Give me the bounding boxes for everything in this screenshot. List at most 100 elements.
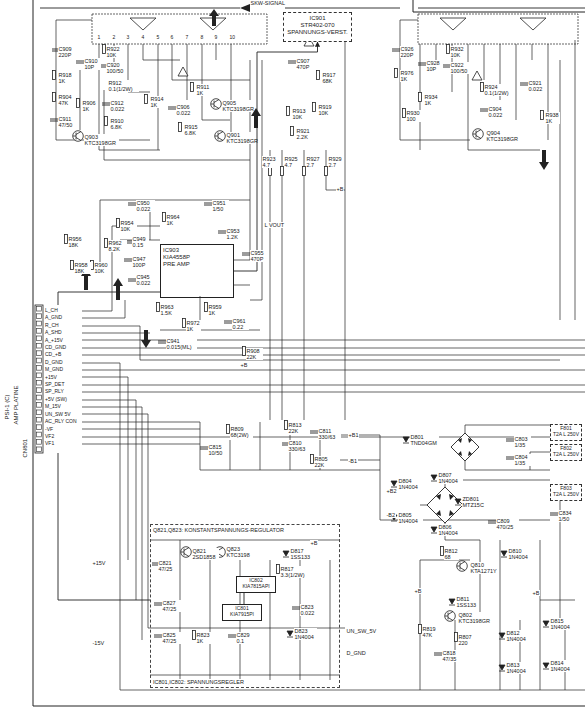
- component-symbols: [50, 45, 558, 672]
- part-text: KIA7915PI: [230, 612, 254, 618]
- part-label: D812 1N4004: [506, 630, 529, 642]
- wire: [56, 20, 585, 690]
- supply-label: -B2: [386, 512, 396, 518]
- supply-label: +B1: [348, 432, 359, 438]
- part-label: R923 4.7: [262, 156, 277, 168]
- part-label: R906 1K: [82, 100, 97, 112]
- pin-name: A_GND: [45, 314, 62, 321]
- regulator-ic: IC801KIA7915PI: [222, 604, 262, 621]
- signal-label: PSI-1 (C): [4, 394, 11, 420]
- part-text: T2A L 250V: [553, 492, 579, 498]
- resistor-symbol: [541, 111, 544, 120]
- part-label: C947 100P: [132, 256, 151, 268]
- pin-name: +5V (SW): [45, 396, 67, 403]
- capacitor-symbol: [434, 653, 442, 655]
- part-label: R960 10K: [94, 262, 111, 274]
- capacitor-symbol: [488, 521, 496, 523]
- part-label: C827 47/25: [162, 600, 181, 612]
- part-label: R817 3.3(1/2W): [280, 566, 307, 578]
- diode-symbol: [499, 633, 505, 639]
- part-label: R919 10K: [318, 104, 335, 116]
- part-label: C941 0.015(ML): [166, 338, 197, 350]
- part-label: R911 1K: [196, 84, 211, 96]
- part-label: R964 1K: [166, 214, 181, 226]
- ic-box: IC901STR402-070SPANNUNGS-VERST.: [283, 12, 352, 42]
- part-label: C815 10/50: [208, 444, 227, 456]
- capacitor-symbol: [102, 103, 110, 105]
- transistor-symbol: [73, 131, 84, 142]
- ic-pin-strip: [92, 14, 267, 44]
- supply-label: -B1: [348, 458, 358, 464]
- resistor-symbol: [313, 103, 316, 112]
- resistor-symbol: [53, 71, 56, 80]
- part-label: Q802 KTC3198GR: [458, 612, 489, 624]
- part-label: R924 0.1(1/2W): [484, 84, 515, 96]
- diode-symbol: [391, 481, 397, 487]
- part-text: T2A L 250V: [553, 452, 579, 458]
- part-name: IC901: [309, 15, 325, 22]
- capacitor-symbol: [128, 279, 136, 281]
- part-label: D817 1SS133: [290, 548, 313, 560]
- wire-connector: [58, 292, 160, 305]
- part-label: D814 1N4004: [550, 660, 573, 672]
- part-label: R915 6.8K: [184, 124, 203, 136]
- diode-symbol: [431, 527, 437, 533]
- capacitor-symbol: [154, 635, 162, 637]
- part-text: KIA4558P: [163, 254, 190, 261]
- supply-label: +B2: [386, 488, 397, 494]
- signal-label: D_GND: [346, 650, 366, 656]
- supply-label: +B: [532, 590, 540, 596]
- part-label: C920 100/50: [106, 62, 127, 74]
- resistor-symbol: [419, 93, 422, 102]
- diode-symbol: [403, 437, 409, 443]
- part-label: C949 0.15: [132, 236, 149, 248]
- part-label: R956 18K: [68, 236, 85, 248]
- part-label: C912 0.022: [110, 100, 129, 112]
- supply-label: +B: [336, 186, 344, 192]
- part-label: C911 47/50: [58, 116, 77, 128]
- pin-name: VF2: [45, 433, 54, 440]
- wire-connector: [234, 42, 318, 271]
- part-label: R813 22K: [288, 422, 305, 434]
- signal-label: L VOUT: [264, 222, 285, 228]
- diode-symbol: [455, 499, 461, 505]
- part-label: R918 1K: [58, 72, 75, 84]
- pin-name: +15V: [45, 374, 57, 381]
- supply-label: +B: [310, 540, 318, 546]
- capacitor-symbol: [128, 203, 136, 205]
- capacitor-symbol: [480, 109, 488, 111]
- part-label: C909 220P: [58, 46, 77, 58]
- part-label: R904 47K: [58, 94, 75, 106]
- resistor-symbol: [179, 123, 182, 132]
- part-label: C810 330/63: [288, 440, 311, 452]
- pin-name: AC_RLY CON: [45, 418, 77, 425]
- pin-number: 1: [97, 35, 101, 41]
- part-text: KIA7815API: [242, 584, 269, 590]
- fuse-box: F803T2A L 250V: [550, 484, 582, 501]
- capacitor-symbol: [228, 635, 236, 637]
- part-label: R910 6.8K: [110, 118, 129, 130]
- part-text: STR402-070: [300, 22, 334, 29]
- capacitor-symbol: [154, 603, 162, 605]
- capacitor-symbol: [520, 83, 528, 85]
- part-label: R925 4.7: [284, 156, 299, 168]
- part-label: R959 1K: [208, 304, 223, 316]
- part-label: R972 1K: [186, 320, 201, 332]
- capacitor-symbol: [76, 61, 84, 63]
- pin-name: SP_RLY: [45, 388, 64, 395]
- part-label: R807 220: [458, 634, 475, 646]
- part-label: R963 1.5K: [160, 304, 179, 316]
- capacitor-symbol: [310, 431, 318, 433]
- capacitor-symbol: [50, 119, 58, 121]
- connector-body: [35, 305, 43, 453]
- part-label: R932 10K: [450, 46, 467, 58]
- resistor-symbol: [77, 99, 80, 108]
- transistor-symbol: [445, 611, 456, 622]
- diode-symbol: [449, 599, 455, 605]
- part-label: D807 1N4004: [438, 472, 463, 484]
- transistor-symbol: [473, 129, 484, 140]
- part-label: C834 1/50: [558, 510, 575, 522]
- pin-name: UN_SW 5V: [45, 411, 71, 418]
- transistor-symbol: [211, 99, 222, 110]
- part-label: Q821 2SD1858: [192, 548, 219, 560]
